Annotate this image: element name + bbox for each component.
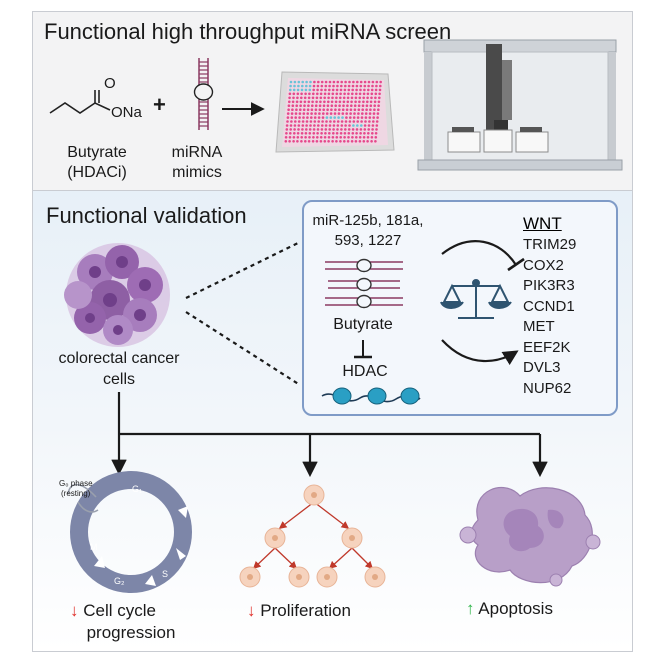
wnt-gene: PIK3R3 — [523, 277, 575, 294]
butyrate-label: Butyrate — [67, 144, 127, 161]
up-arrow-icon: ↑ — [466, 599, 475, 618]
cells-label: colorectal cancer — [58, 350, 180, 367]
wnt-gene-list: WNT TRIM29 COX2 PIK3R3 CCND1 MET EEF2K D… — [523, 214, 597, 399]
cell-cycle-text: Cell cycle — [83, 601, 156, 620]
wnt-title: WNT — [523, 214, 562, 233]
g2-label: G₂ — [114, 576, 125, 586]
proliferation-text: Proliferation — [260, 601, 351, 620]
cells-label-2: cells — [102, 371, 135, 388]
resting-label: (resting) — [61, 489, 91, 498]
mirna-label: miRNA — [171, 144, 223, 161]
s-label: S — [162, 569, 169, 579]
down-arrow-icon: ↓ — [70, 601, 79, 620]
wnt-gene: MET — [523, 318, 555, 335]
validation-title: Functional validation — [46, 203, 247, 228]
cell-cycle-label: ↓ Cell cycle — [70, 601, 156, 621]
hdaci-label: (HDACi) — [67, 164, 127, 181]
wnt-gene: NUP62 — [523, 379, 572, 397]
sodium-salt-label: ONa — [111, 104, 142, 121]
hdac-text: HDAC — [342, 363, 388, 380]
figure-frame — [32, 11, 633, 652]
wnt-gene: COX2 — [523, 256, 564, 274]
wnt-gene: TRIM29 — [523, 236, 577, 253]
progression-label: progression — [86, 623, 176, 642]
apoptosis-text: Apoptosis — [478, 599, 553, 618]
proliferation-label: ↓ Proliferation — [247, 601, 351, 621]
mimics-label: mimics — [172, 164, 222, 181]
g0-phase-label: G₀ phase — [59, 479, 93, 488]
wnt-gene: EEF2K — [523, 338, 571, 356]
plus-sign: + — [153, 92, 166, 117]
m-label: M — [90, 542, 98, 552]
wnt-gene: CCND1 — [523, 297, 575, 315]
mirna-list-2: 593, 1227 — [334, 232, 402, 249]
apoptosis-label: ↑ Apoptosis — [466, 599, 553, 619]
screen-title: Functional high throughput miRNA screen — [44, 19, 452, 44]
carbonyl-oxygen-label: O — [104, 75, 116, 92]
g1-label: G₁ — [132, 484, 143, 494]
down-arrow-icon: ↓ — [247, 601, 256, 620]
wnt-gene: DVL3 — [523, 359, 561, 376]
butyrate-text: Butyrate — [333, 316, 393, 333]
mirna-list: miR-125b, 181a, — [312, 212, 424, 229]
